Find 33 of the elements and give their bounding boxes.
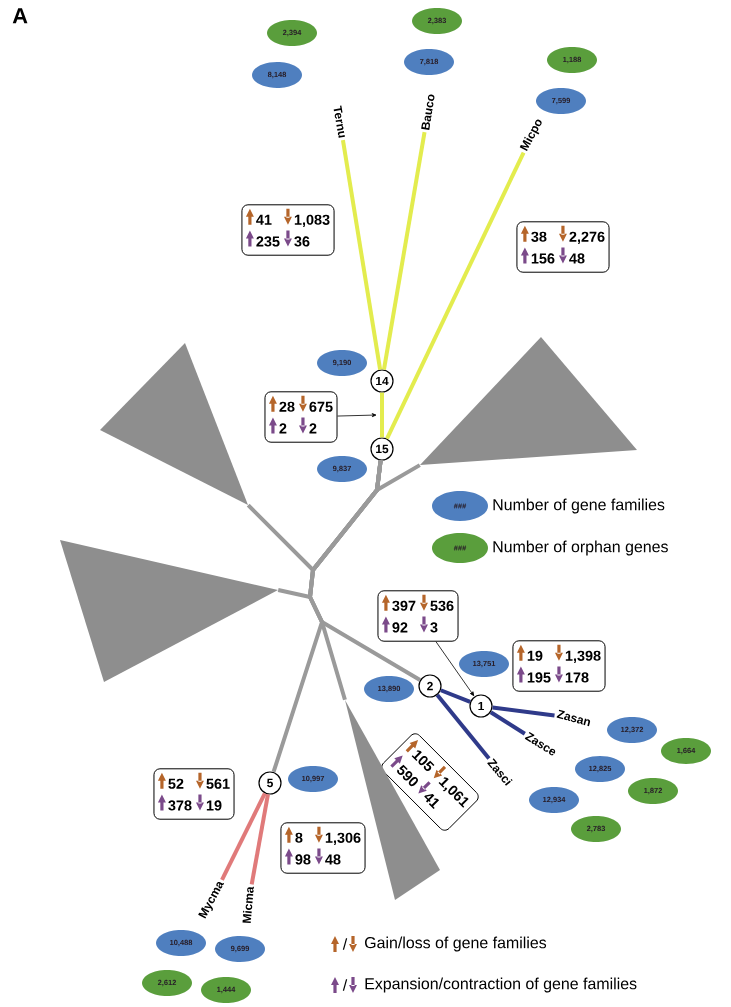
taxon-label: Bauco	[421, 94, 435, 130]
stats-box: 38 2,276 156 48	[516, 221, 610, 273]
branch-line	[385, 151, 526, 440]
panel-letter: A	[12, 8, 28, 24]
stats-box: 397 536 92 3	[377, 590, 459, 642]
arrow	[337, 413, 377, 418]
branch-line	[271, 460, 383, 773]
stats-box: 28 675 2 2	[264, 391, 338, 443]
legend-text: Number of gene families	[493, 498, 665, 514]
taxon-label: Zasan	[556, 709, 591, 727]
stats-box: 19 1,398 195 178	[512, 640, 606, 692]
legend-text: Expansion/contraction of gene families	[365, 977, 637, 993]
taxon-label: Micma	[242, 886, 254, 924]
legend-text: Gain/loss of gene families	[365, 936, 547, 952]
slash: /	[342, 979, 348, 991]
legend-text: Number of orphan genes	[493, 540, 668, 556]
branch-line	[220, 792, 267, 881]
arrow	[435, 641, 475, 697]
branch-line	[435, 693, 491, 760]
stats-box: 41 1,083 235 36	[241, 204, 335, 256]
collapsed-clade-triangle	[60, 540, 278, 682]
branch-line	[489, 710, 526, 736]
taxon-label: Ternu	[333, 105, 345, 138]
slash: /	[342, 938, 348, 950]
collapsed-clade-triangle	[100, 343, 248, 505]
branch-line	[492, 705, 555, 718]
branch-line	[440, 688, 471, 704]
collapsed-clade-triangle	[420, 337, 637, 465]
branch-line	[340, 139, 383, 370]
stats-box: 8 1,306 98 48	[280, 822, 366, 874]
branch-line	[381, 131, 427, 370]
branch-line	[249, 794, 270, 885]
stats-box: 52 561 378 19	[153, 768, 235, 820]
